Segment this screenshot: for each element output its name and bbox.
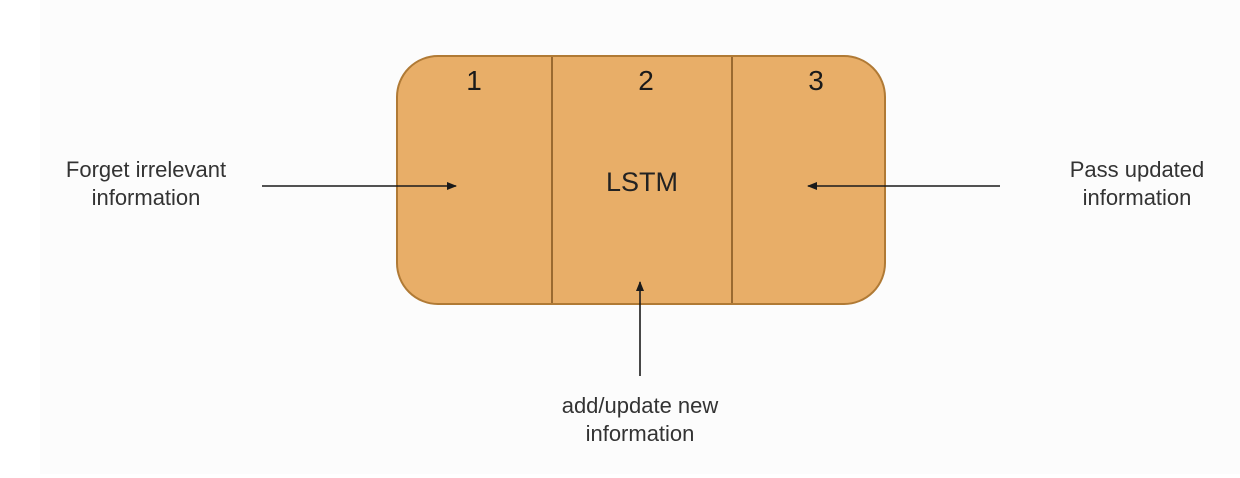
lstm-box: 1 2 3 LSTM <box>396 55 886 305</box>
section-divider <box>551 57 553 303</box>
bottom-strip <box>0 474 1240 478</box>
add-label: add/update new information <box>561 393 719 446</box>
section-number-1: 1 <box>466 65 482 96</box>
section-number-2: 2 <box>638 65 654 96</box>
section-divider <box>731 57 733 303</box>
lstm-label: LSTM <box>605 167 678 197</box>
pass-label: Pass updated information <box>1069 157 1205 210</box>
forget-label: Forget irrelevant information <box>65 157 227 210</box>
section-number-3: 3 <box>808 65 824 96</box>
